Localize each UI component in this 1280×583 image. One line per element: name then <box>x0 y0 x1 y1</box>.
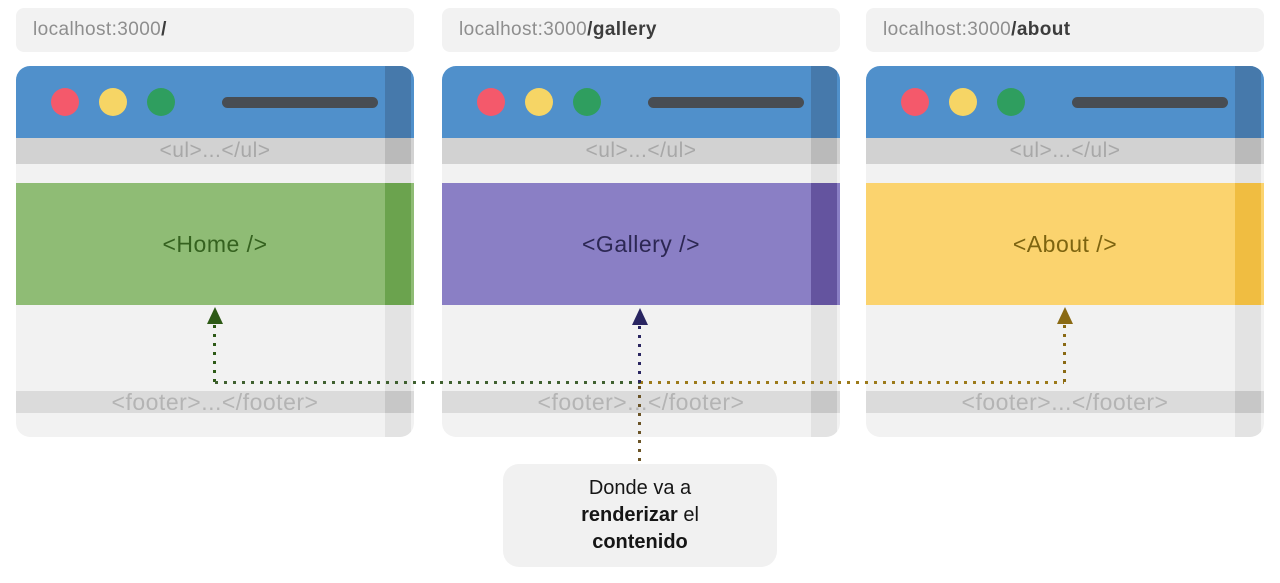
arrowhead-gallery-icon <box>632 308 648 325</box>
scrollbar-strip <box>811 413 837 437</box>
nav-label: <ul>...</ul> <box>159 139 271 162</box>
scrollbar-strip <box>1235 391 1261 413</box>
callout-line2-bold: renderizar <box>581 504 678 526</box>
url-bar-about: localhost:3000/about <box>866 8 1264 52</box>
scrollbar-strip <box>1235 183 1261 305</box>
scrollbar-strip <box>1235 66 1261 138</box>
footer-band: <footer>...</footer> <box>442 389 840 415</box>
dotted-line-home-vertical <box>213 325 216 383</box>
content-area-about: <About /> <box>866 183 1264 305</box>
scrollbar-strip <box>811 138 837 164</box>
nav-band: <ul>...</ul> <box>442 138 840 164</box>
scrollbar-strip <box>385 66 411 138</box>
arrowhead-about-icon <box>1057 307 1073 324</box>
callout-line2: renderizar el <box>581 502 699 529</box>
scrollbar-strip <box>1235 164 1261 183</box>
callout-line2-rest: el <box>677 504 699 526</box>
footer-label: <footer>...</footer> <box>961 388 1169 415</box>
browser-mockup-about: localhost:3000/about <ul>...</ul> <About… <box>866 8 1264 437</box>
nav-band: <ul>...</ul> <box>16 138 414 164</box>
callout-line1: Donde va a <box>588 477 692 499</box>
scrollbar-strip <box>1235 138 1261 164</box>
address-pill <box>1072 97 1228 108</box>
component-label: <Home /> <box>162 230 268 257</box>
browser-chrome-bar <box>16 66 414 138</box>
scrollbar-strip <box>385 413 411 437</box>
nav-band: <ul>...</ul> <box>866 138 1264 164</box>
browser-mockup-home: localhost:3000/ <ul>...</ul> <Home /> <f… <box>16 8 414 437</box>
callout-line3-bold: contenido <box>592 531 688 553</box>
body-spacer <box>442 164 840 183</box>
url-path-text: /gallery <box>587 19 657 40</box>
scrollbar-strip <box>811 305 837 391</box>
callout-line3: contenido <box>592 529 688 556</box>
traffic-light-yellow-icon <box>99 88 127 116</box>
address-pill <box>648 97 804 108</box>
browser-mockup-gallery: localhost:3000/gallery <ul>...</ul> <Gal… <box>442 8 840 437</box>
footer-label: <footer>...</footer> <box>111 388 319 415</box>
body-bottom <box>866 413 1264 437</box>
body-bottom <box>16 413 414 437</box>
dotted-line-horizontal-left <box>215 381 640 384</box>
scrollbar-strip <box>385 138 411 164</box>
dotted-line-about-vertical <box>1063 325 1066 383</box>
scrollbar-strip <box>811 391 837 413</box>
body-bottom <box>442 413 840 437</box>
traffic-light-green-icon <box>997 88 1025 116</box>
arrowhead-home-icon <box>207 307 223 324</box>
footer-band: <footer>...</footer> <box>16 388 414 415</box>
dotted-line-horizontal-right <box>640 381 1064 384</box>
footer-band: <footer>...</footer> <box>866 388 1264 415</box>
callout-render-note: Donde va a renderizar el contenido <box>503 464 777 567</box>
dotted-line-callout-vertical <box>638 386 641 462</box>
scrollbar-strip <box>385 183 411 305</box>
url-base-text: localhost:3000 <box>459 19 588 40</box>
body-spacer <box>866 164 1264 183</box>
nav-label: <ul>...</ul> <box>585 139 697 162</box>
url-base-text: localhost:3000 <box>883 19 1012 40</box>
browser-chrome-bar <box>442 66 840 138</box>
traffic-light-red-icon <box>901 88 929 116</box>
component-label: <Gallery /> <box>582 230 700 257</box>
content-area-gallery: <Gallery /> <box>442 183 840 305</box>
browser-window-about: <ul>...</ul> <About /> <footer>...</foot… <box>866 66 1264 437</box>
body-spacer <box>16 164 414 183</box>
scrollbar-strip <box>385 164 411 183</box>
scrollbar-strip <box>811 164 837 183</box>
scrollbar-strip <box>811 66 837 138</box>
scrollbar-strip <box>385 305 411 391</box>
traffic-light-green-icon <box>573 88 601 116</box>
scrollbar-strip <box>811 183 837 305</box>
component-label: <About /> <box>1012 230 1118 257</box>
traffic-light-yellow-icon <box>949 88 977 116</box>
url-path-text: / <box>161 19 167 40</box>
scrollbar-strip <box>1235 305 1261 391</box>
scrollbar-strip <box>1235 413 1261 437</box>
traffic-light-yellow-icon <box>525 88 553 116</box>
dotted-line-gallery-vertical <box>638 326 641 383</box>
address-pill <box>222 97 378 108</box>
url-path-text: /about <box>1011 19 1071 40</box>
url-bar-home: localhost:3000/ <box>16 8 414 52</box>
url-bar-gallery: localhost:3000/gallery <box>442 8 840 52</box>
browser-window-home: <ul>...</ul> <Home /> <footer>...</foote… <box>16 66 414 437</box>
nav-label: <ul>...</ul> <box>1009 139 1121 162</box>
scrollbar-strip <box>385 391 411 413</box>
browser-chrome-bar <box>866 66 1264 138</box>
url-base-text: localhost:3000 <box>33 19 162 40</box>
traffic-light-red-icon <box>477 88 505 116</box>
content-area-home: <Home /> <box>16 183 414 305</box>
traffic-light-red-icon <box>51 88 79 116</box>
traffic-light-green-icon <box>147 88 175 116</box>
